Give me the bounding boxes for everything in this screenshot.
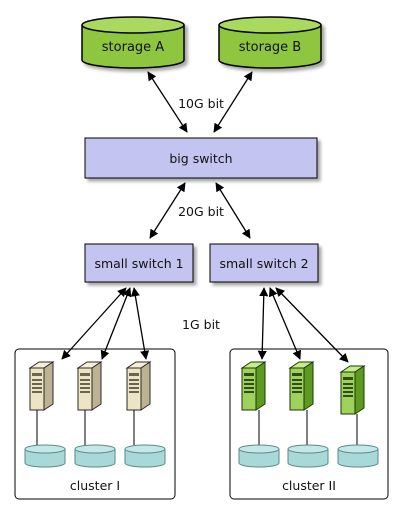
link-storage-b-big-switch xyxy=(213,71,253,133)
disk-icon xyxy=(238,444,280,468)
server-icon xyxy=(126,361,151,411)
storage-b-label: storage B xyxy=(239,40,301,55)
small-switch-2-label: small switch 2 xyxy=(219,256,308,271)
link-sw2-server-2 xyxy=(268,287,302,360)
disk-icon xyxy=(24,444,66,468)
cluster-1-frame xyxy=(14,348,176,500)
server-icon xyxy=(29,361,54,411)
server-icon xyxy=(289,361,314,411)
link-storage-a-big-switch xyxy=(147,71,188,133)
small-switch-1 xyxy=(84,243,194,283)
small-switch-1-label: small switch 1 xyxy=(94,256,183,271)
storage-b xyxy=(218,16,322,69)
disk-icon xyxy=(337,444,379,468)
link-sw2-server-1 xyxy=(257,287,269,360)
link-big-switch-small-switch-2 xyxy=(215,182,251,239)
cluster-1-label: cluster I xyxy=(70,478,120,493)
big-switch-label: big switch xyxy=(169,151,232,166)
server-icon xyxy=(241,361,266,411)
cluster-2-frame xyxy=(229,348,389,500)
small-switch-2 xyxy=(209,243,319,283)
link-label-10g: 10G bit xyxy=(178,96,224,111)
link-sw1-server-2 xyxy=(100,287,132,360)
storage-a-label: storage A xyxy=(102,40,165,55)
disk-icon xyxy=(74,444,116,468)
cluster-2-label: cluster II xyxy=(282,478,336,493)
disk-icon xyxy=(287,444,329,468)
link-big-switch-small-switch-1 xyxy=(149,182,186,239)
storage-a xyxy=(81,16,185,69)
link-label-20g: 20G bit xyxy=(178,204,224,219)
link-label-1g: 1G bit xyxy=(182,317,220,332)
link-sw2-server-3 xyxy=(275,287,349,363)
server-icon xyxy=(77,361,102,411)
server-icon xyxy=(340,365,365,415)
link-sw1-server-3 xyxy=(130,287,150,360)
big-switch xyxy=(84,137,318,179)
disk-icon xyxy=(124,444,166,468)
